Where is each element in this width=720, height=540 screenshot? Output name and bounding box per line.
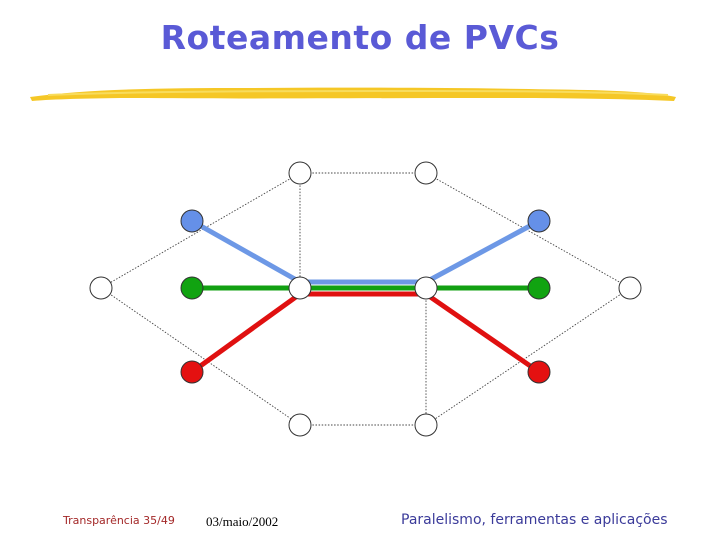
node-bottom-right xyxy=(415,414,437,436)
node-center-right xyxy=(415,277,437,299)
node-bottom-left xyxy=(289,414,311,436)
pvc-routes xyxy=(192,221,539,372)
link-far-right-bottom-right xyxy=(426,288,630,425)
pvc-route-red xyxy=(192,294,539,372)
node-blue-right xyxy=(528,210,550,232)
node-far-left xyxy=(90,277,112,299)
pvc-route-blue xyxy=(192,221,539,282)
node-green-right xyxy=(528,277,550,299)
node-far-right xyxy=(619,277,641,299)
node-red-left xyxy=(181,361,203,383)
slide-date: 03/maio/2002 xyxy=(206,514,278,530)
network-nodes xyxy=(90,162,641,436)
node-center-left xyxy=(289,277,311,299)
link-far-left-bottom-left xyxy=(101,288,300,425)
course-name: Paralelismo, ferramentas e aplicações xyxy=(401,512,668,528)
node-top-left xyxy=(289,162,311,184)
link-top-left-far-left xyxy=(101,173,300,288)
node-green-left xyxy=(181,277,203,299)
node-red-right xyxy=(528,361,550,383)
network-links xyxy=(101,173,630,425)
node-blue-left xyxy=(181,210,203,232)
link-top-right-far-right xyxy=(426,173,630,288)
slide-number: Transparência 35/49 xyxy=(63,514,175,527)
node-top-right xyxy=(415,162,437,184)
